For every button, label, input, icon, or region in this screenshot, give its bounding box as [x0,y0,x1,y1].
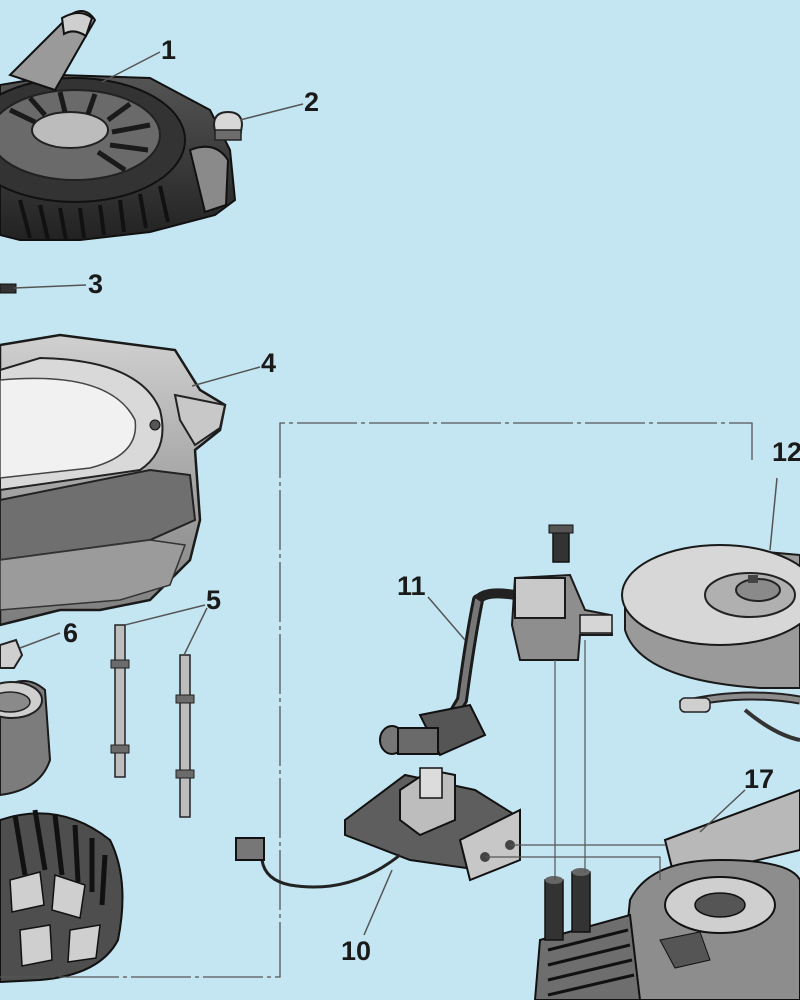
part-ignition-coil [379,524,614,757]
callout-5: 5 [206,585,222,615]
part-cable [678,691,800,742]
callout-11: 11 [397,571,426,601]
part-fan [0,809,124,984]
part-screw [0,283,17,294]
callout-10: 10 [341,936,372,966]
callout-3: 3 [88,269,104,299]
part-blower-housing [0,333,227,627]
part-starter-housing [0,10,237,241]
callout-12: 12 [772,437,800,467]
part-flywheel-nut [0,638,24,669]
leader-lines [13,51,778,936]
part-acorn-nut [212,110,244,141]
callout-17: 17 [744,764,775,794]
part-engine-block [533,788,800,1000]
callout-1: 1 [161,35,177,65]
assembly-boundary [0,422,753,978]
assembly-guide-lines [485,640,665,880]
part-starter-cup [0,680,52,797]
callout-4: 4 [261,348,277,378]
callout-6: 6 [63,618,79,648]
part-ignition-module [235,767,522,889]
part-studs [110,624,195,818]
part-flywheel [621,544,800,689]
callout-2: 2 [304,87,320,117]
